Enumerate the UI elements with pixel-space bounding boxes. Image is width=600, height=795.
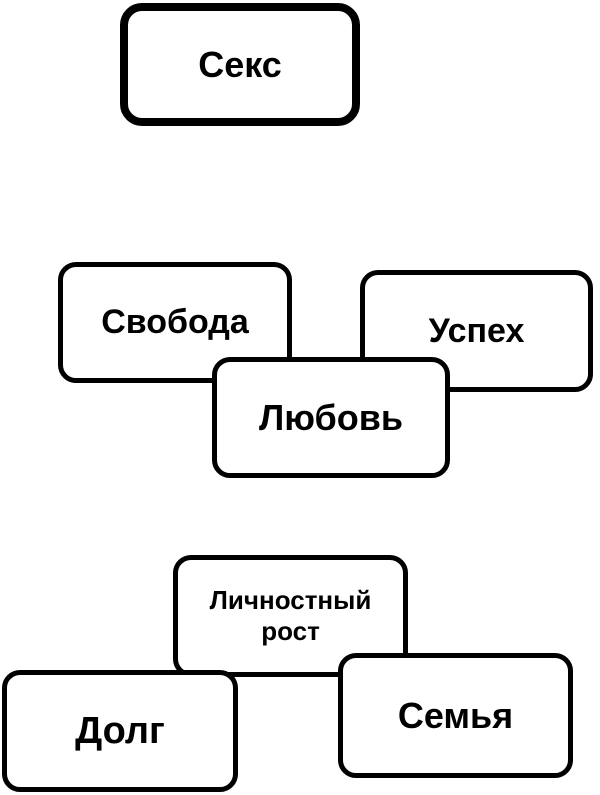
value-card-dolg-label: Долг bbox=[75, 709, 165, 752]
value-card-uspekh: Успех bbox=[360, 270, 593, 392]
value-card-sex: Секс bbox=[120, 3, 360, 126]
value-card-svoboda: Свобода bbox=[58, 262, 292, 383]
value-card-semya-label: Семья bbox=[397, 694, 514, 736]
value-card-semya: Семья bbox=[338, 653, 573, 778]
value-card-lyubov-label: Любовь bbox=[258, 396, 404, 438]
value-card-uspekh-label: Успех bbox=[428, 311, 525, 350]
value-card-lyubov: Любовь bbox=[212, 357, 450, 478]
value-card-svoboda-label: Свобода bbox=[101, 303, 249, 341]
value-card-dolg: Долг bbox=[2, 670, 238, 792]
value-card-lichnostny-rost-label: Личностный рост bbox=[209, 584, 372, 646]
value-card-sex-label: Секс bbox=[198, 43, 282, 85]
